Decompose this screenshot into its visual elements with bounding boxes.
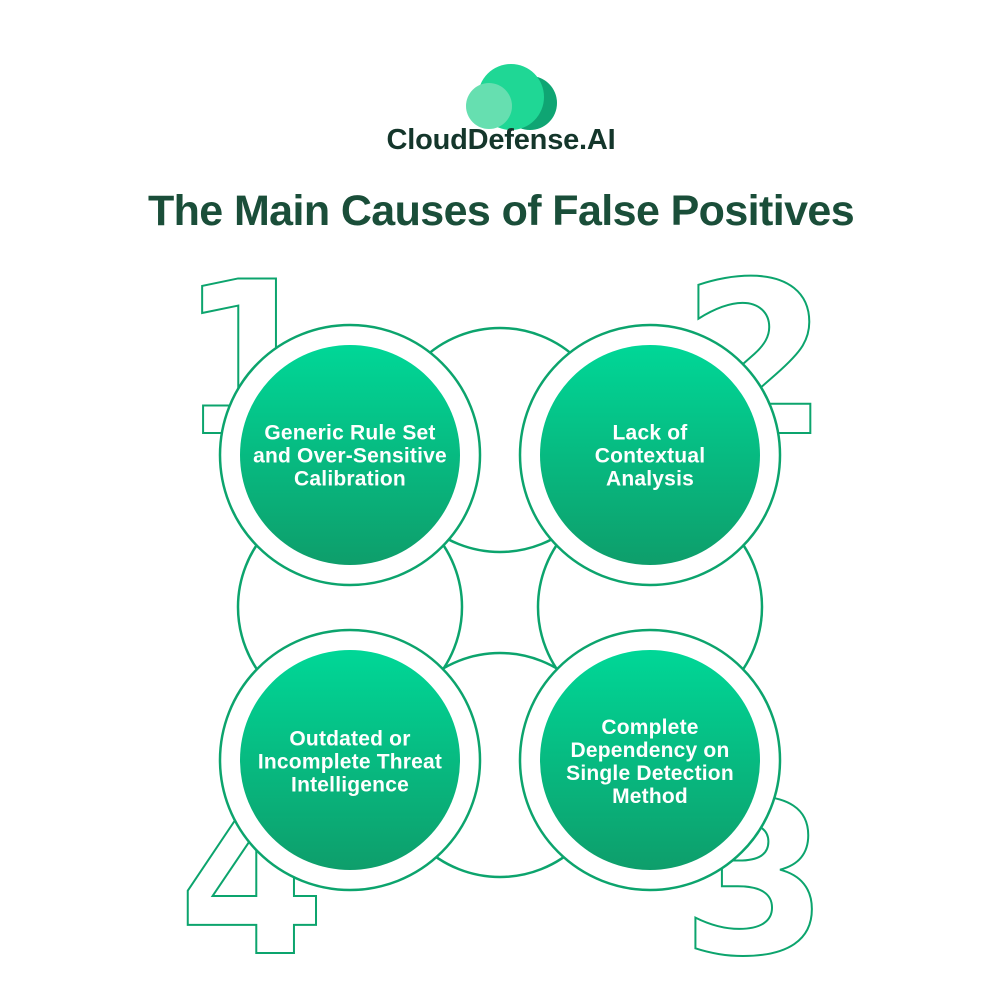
node-fill-2 bbox=[540, 345, 760, 565]
node-label-line: and Over-Sensitive bbox=[253, 444, 447, 468]
node-fill-3 bbox=[540, 650, 760, 870]
node-label-line: Incomplete Threat bbox=[257, 750, 443, 774]
node-label-4: Outdated or Incomplete Threat Intelligen… bbox=[225, 728, 475, 797]
node-fill-1 bbox=[240, 345, 460, 565]
brand-name: CloudDefense.AI bbox=[386, 124, 616, 156]
node-circle-1 bbox=[218, 323, 482, 587]
node-label-line: Contextual bbox=[594, 444, 706, 468]
node-circle-2 bbox=[518, 323, 782, 587]
node-label-2: Lack of Contextual Analysis bbox=[525, 422, 775, 491]
node-label-line: Calibration bbox=[294, 467, 406, 491]
node-label-line: Intelligence bbox=[291, 773, 409, 797]
page-title: The Main Causes of False Positives bbox=[147, 187, 855, 235]
node-circle-4 bbox=[218, 628, 482, 892]
node-label-line: Complete bbox=[601, 716, 699, 739]
node-circle-3 bbox=[518, 628, 782, 892]
node-label-line: Outdated or bbox=[289, 727, 411, 751]
node-circles bbox=[218, 323, 782, 892]
node-label-line: Method bbox=[612, 785, 688, 808]
node-label-line: Dependency on bbox=[570, 739, 730, 762]
node-label-3: Complete Dependency on Single Detection … bbox=[525, 716, 775, 808]
node-label-line: Single Detection bbox=[566, 762, 734, 785]
node-label-line: Lack of bbox=[612, 421, 688, 445]
node-label-line: Analysis bbox=[606, 467, 694, 491]
logo-circle-light bbox=[466, 83, 512, 129]
node-label-1: Generic Rule Set and Over-Sensitive Cali… bbox=[225, 422, 475, 491]
node-label-line: Generic Rule Set bbox=[264, 421, 436, 445]
node-fill-4 bbox=[240, 650, 460, 870]
